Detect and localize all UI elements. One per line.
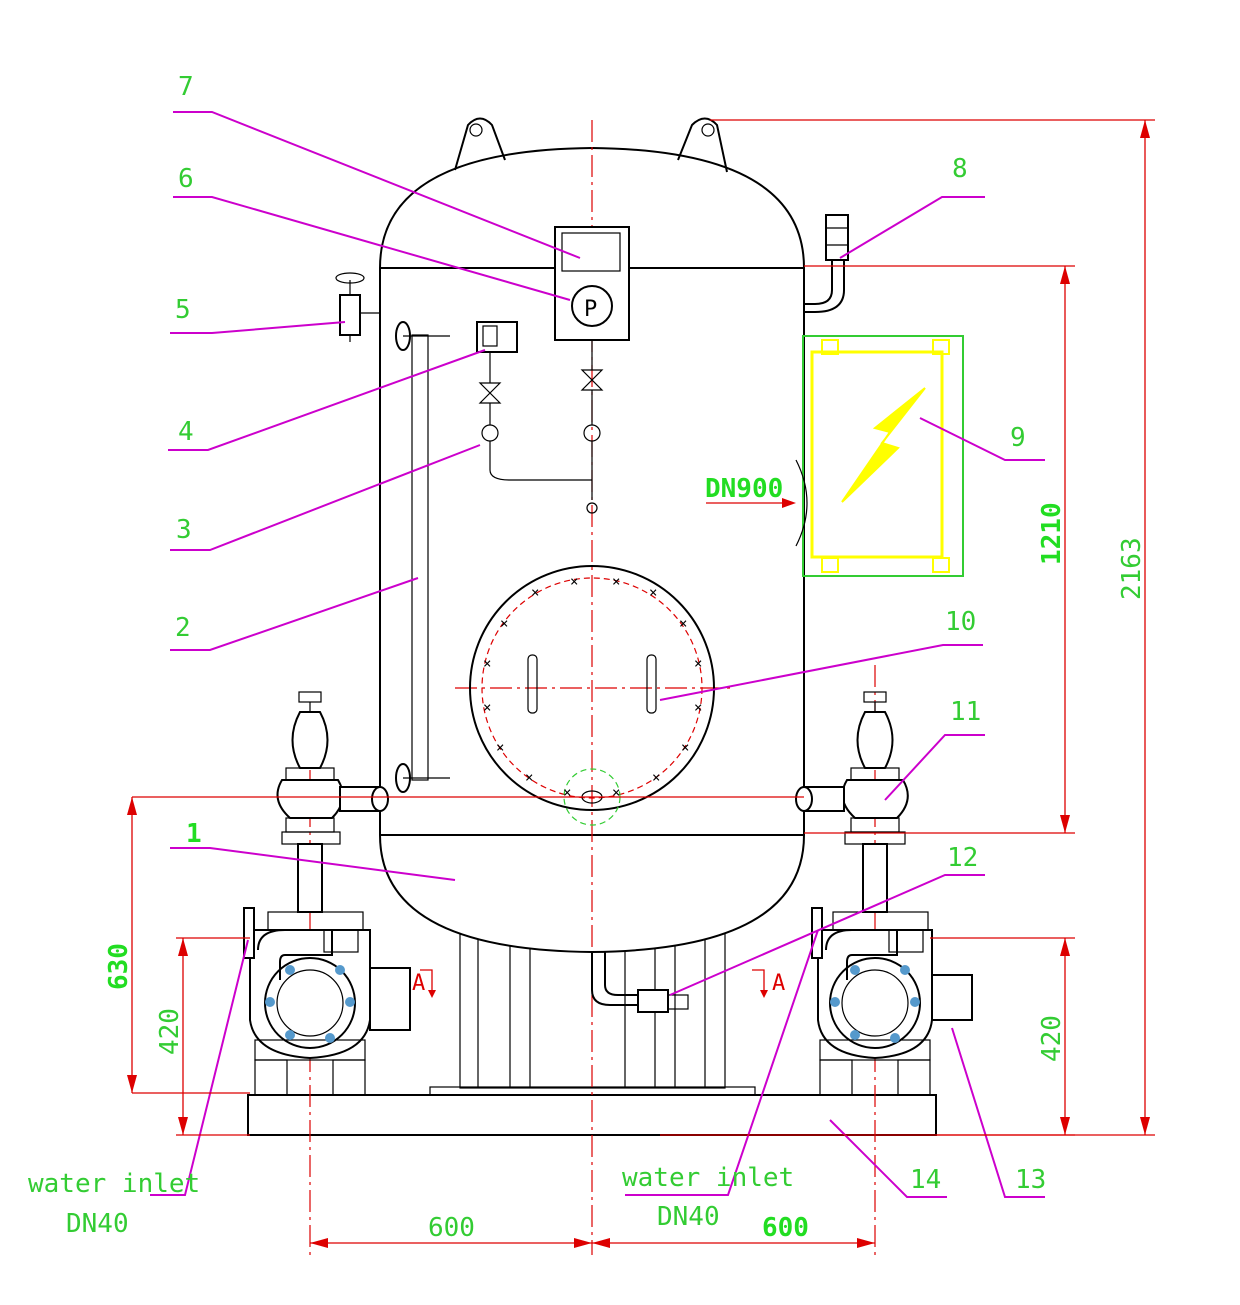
- callout-1: 1: [186, 819, 202, 849]
- svg-text:×: ×: [681, 740, 689, 756]
- section-left: A: [412, 971, 425, 996]
- svg-text:×: ×: [563, 785, 571, 801]
- dim-600-right-label: 600: [762, 1213, 809, 1243]
- dim-420-right-label: 420: [1037, 1015, 1067, 1062]
- dim-600-pair: 600 600: [310, 1213, 875, 1248]
- gauge-letter: P: [584, 297, 597, 322]
- dim-2163-label: 2163: [1117, 537, 1147, 600]
- level-gauge: [395, 321, 450, 793]
- pressure-gauge: P: [571, 285, 613, 327]
- dn-right: DN40: [657, 1202, 720, 1232]
- callout-9: 9: [1010, 423, 1026, 453]
- water-inlet-labels: water inlet DN40 water inlet DN40: [28, 1163, 794, 1239]
- water-inlet-left: water inlet: [28, 1169, 200, 1199]
- tank-support: [459, 927, 726, 1089]
- dim-1210: 1210: [804, 265, 1075, 834]
- leader-lines: [150, 111, 1045, 1198]
- callout-2: 2: [175, 613, 191, 643]
- dim-420-left: 420: [155, 937, 250, 1136]
- left-outlet-valve: [276, 691, 389, 913]
- callout-8: 8: [952, 154, 968, 184]
- dim-630: 630: [104, 796, 804, 1094]
- svg-text:×: ×: [483, 700, 491, 716]
- svg-text:×: ×: [694, 656, 702, 672]
- lightning-bolt-icon: [841, 387, 926, 503]
- instrument-piping: [476, 321, 604, 514]
- callout-13: 13: [1015, 1165, 1046, 1195]
- svg-text:×: ×: [694, 700, 702, 716]
- svg-text:×: ×: [483, 656, 491, 672]
- svg-text:×: ×: [649, 585, 657, 601]
- dn-left: DN40: [66, 1209, 129, 1239]
- callout-6: 6: [178, 164, 194, 194]
- svg-text:×: ×: [531, 585, 539, 601]
- svg-text:×: ×: [525, 770, 533, 786]
- callout-7: 7: [178, 72, 194, 102]
- callout-10: 10: [945, 607, 976, 637]
- left-pump: [243, 907, 411, 1096]
- manhole-side: DN900: [705, 459, 808, 547]
- section-right: A: [772, 971, 785, 996]
- manhole-dn-label: DN900: [705, 474, 783, 504]
- svg-text:×: ×: [570, 574, 578, 590]
- callout-14: 14: [910, 1165, 941, 1195]
- safety-valve: [804, 214, 849, 313]
- electrical-panel: [802, 335, 964, 577]
- section-marks: A A: [412, 969, 785, 998]
- svg-text:×: ×: [652, 770, 660, 786]
- water-inlet-right: water inlet: [622, 1163, 794, 1193]
- dim-600-left-label: 600: [428, 1213, 475, 1243]
- callout-11: 11: [950, 697, 981, 727]
- vent-valve: [335, 272, 380, 342]
- svg-text:×: ×: [612, 785, 620, 801]
- svg-text:×: ×: [496, 740, 504, 756]
- dim-1210-label: 1210: [1037, 502, 1067, 565]
- callout-numbers: 7 6 5 4 3 2 1 8 9 10 11 12 13 14: [175, 72, 1046, 1195]
- svg-text:×: ×: [679, 616, 687, 632]
- callout-4: 4: [178, 417, 194, 447]
- right-pump: [811, 907, 973, 1096]
- callout-12: 12: [947, 843, 978, 873]
- right-outlet-valve: [795, 691, 909, 913]
- dim-2163: 2163: [710, 119, 1155, 1136]
- svg-text:×: ×: [612, 574, 620, 590]
- drain-pipe: [591, 952, 689, 1013]
- dim-630-label: 630: [104, 943, 134, 990]
- callout-3: 3: [176, 515, 192, 545]
- callout-5: 5: [175, 295, 191, 325]
- dim-420-left-label: 420: [155, 1008, 185, 1055]
- svg-text:×: ×: [500, 616, 508, 632]
